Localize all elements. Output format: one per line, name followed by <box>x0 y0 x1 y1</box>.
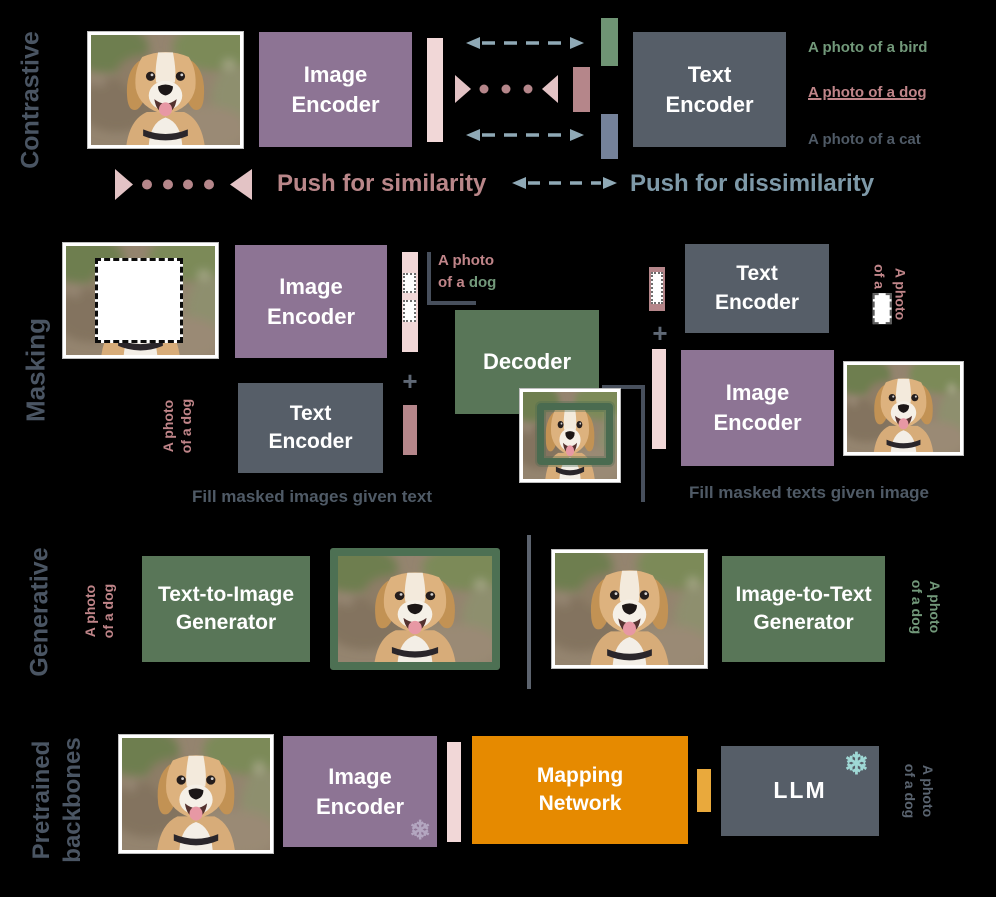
generated-caption-vertical: A photo of a dog <box>909 579 944 635</box>
section-label-masking: Masking <box>20 317 51 423</box>
dissimilarity-legend-icon <box>512 177 617 189</box>
image-encoder-label: Image Encoder <box>713 380 802 435</box>
plus-sign: + <box>402 366 418 396</box>
caption-bird: A photo of a bird <box>808 39 928 56</box>
dog-photo <box>844 362 963 455</box>
inpainted-region-frame <box>537 403 613 465</box>
dog-photo <box>552 550 707 668</box>
section-label-generative: Generative <box>25 547 54 677</box>
masked-text-tokens-bar <box>649 267 665 311</box>
reconstructed-dog-photo <box>520 389 620 482</box>
text-encoder-block: Text Encoder <box>238 383 383 473</box>
fill-texts-caption: Fill masked texts given image <box>689 483 929 502</box>
text-to-image-generator-block: Text-to-Image Generator <box>142 556 310 662</box>
masked-token-patch <box>651 272 663 304</box>
text-encoder-block: Text Encoder <box>633 32 786 147</box>
plus-sign: + <box>652 318 668 348</box>
text-embedding-bar-bird <box>601 18 618 66</box>
frozen-image-encoder-block: Image Encoder ❄ <box>283 736 437 847</box>
fill-images-caption: Fill masked images given text <box>192 487 432 506</box>
masked-caption-vertical: A photo of a <box>870 264 909 324</box>
text-embedding-bar-cat <box>601 114 618 159</box>
image-embedding-bar <box>427 38 443 142</box>
section-label-pretrained: Pretrained backbones <box>27 737 86 863</box>
image-encoder-block: Image Encoder <box>259 32 412 147</box>
masked-dog-photo <box>63 243 218 358</box>
dissimilarity-arrow-icon <box>466 37 584 49</box>
similarity-icon <box>455 75 558 103</box>
caption-cat: A photo of a cat <box>808 131 921 148</box>
output-caption-vertical: A photo of a dog <box>902 763 937 819</box>
caption-vertical: A photo of a dog <box>81 583 116 639</box>
legend-similarity: Push for similarity <box>277 170 487 197</box>
masked-token-patch <box>403 300 416 322</box>
frozen-llm-block: LLM ❄ <box>721 746 879 836</box>
image-encoder-block: Image Encoder <box>681 350 834 466</box>
caption-dog: A photo of a dog <box>808 84 927 101</box>
masked-word-box <box>872 292 892 324</box>
image-encoder-label: Image Encoder <box>315 763 405 819</box>
image-embedding-bar <box>652 349 666 449</box>
image-to-text-generator-block: Image-to-Text Generator <box>722 556 885 662</box>
text-embedding-bar-dog <box>573 67 590 112</box>
caption-bracket <box>427 252 476 305</box>
decoder-label: Decoder <box>482 349 572 375</box>
generated-dog-photo <box>330 548 500 670</box>
caption-vertical: A photo of a dog <box>159 398 194 454</box>
image-to-text-generator-label: Image-to-Text Generator <box>735 582 872 634</box>
snowflake-icon: ❄ <box>843 748 871 781</box>
decoder-output-connector <box>602 385 645 502</box>
legend-dissimilarity: Push for dissimilarity <box>630 170 875 197</box>
dissimilarity-arrow-icon <box>466 129 584 141</box>
llm-label: LLM <box>773 777 827 804</box>
masked-token-patch <box>403 273 416 293</box>
image-encoder-label: Image Encoder <box>291 61 380 117</box>
mapping-network-label: Mapping Network <box>536 763 624 815</box>
image-encoder-label: Image Encoder <box>266 273 356 329</box>
section-label-contrastive: Contrastive <box>16 31 45 169</box>
image-encoder-block: Image Encoder <box>235 245 387 358</box>
caption-text: A photo of a dog <box>438 252 497 291</box>
text-embedding-bar <box>403 405 417 455</box>
image-embedding-bar <box>447 742 461 842</box>
mapped-tokens-bar <box>697 769 711 812</box>
section-divider <box>527 535 531 689</box>
text-encoder-block: Text Encoder <box>685 244 829 333</box>
mapping-network-block: Mapping Network <box>472 736 688 844</box>
text-encoder-label: Text Encoder <box>665 61 754 117</box>
dog-photo <box>88 32 243 148</box>
text-to-image-generator-label: Text-to-Image Generator <box>157 582 295 634</box>
text-encoder-label: Text Encoder <box>714 262 800 314</box>
text-encoder-label: Text Encoder <box>268 401 353 453</box>
dog-photo <box>119 735 273 853</box>
similarity-legend-icon <box>115 169 252 200</box>
masked-image-tokens-bar <box>402 252 418 352</box>
filled-word: dog <box>468 273 497 291</box>
snowflake-icon: ❄ <box>409 815 431 845</box>
image-mask-square <box>95 258 183 343</box>
